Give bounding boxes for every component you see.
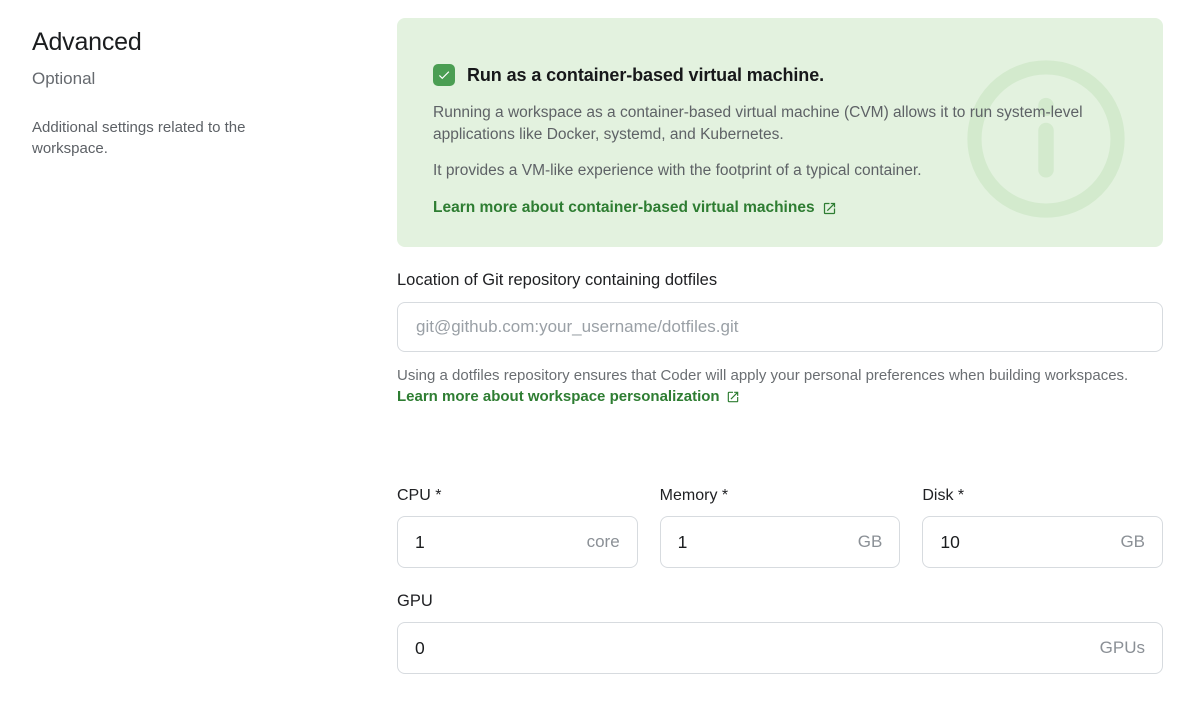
cvm-learn-more-label: Learn more about container-based virtual… (433, 199, 815, 216)
disk-input[interactable] (940, 531, 1064, 553)
disk-unit: GB (1120, 532, 1146, 551)
section-subtitle: Optional (32, 69, 96, 88)
memory-unit: GB (857, 532, 883, 551)
gpu-unit: GPUs (1099, 638, 1145, 657)
gpu-label: GPU (397, 592, 433, 610)
dotfiles-input[interactable] (397, 302, 1163, 352)
cvm-description-1: Running a workspace as a container-based… (433, 104, 1083, 143)
disk-field-box: GB (922, 516, 1164, 568)
section-title: Advanced (32, 28, 142, 56)
cvm-checkbox[interactable] (433, 64, 455, 86)
cpu-unit: core (586, 532, 620, 551)
personalization-learn-more-label: Learn more about workspace personalizati… (397, 388, 720, 405)
external-link-icon (727, 391, 738, 402)
resources-row: CPU * core Memory * GB Disk * GB (397, 487, 1164, 568)
dotfiles-helper: Using a dotfiles repository ensures that… (397, 365, 1163, 407)
memory-input[interactable] (677, 531, 801, 553)
cpu-label: CPU * (397, 487, 442, 504)
dotfiles-helper-text: Using a dotfiles repository ensures that… (397, 367, 1129, 384)
dotfiles-label: Location of Git repository containing do… (397, 271, 718, 289)
cvm-description-2: It provides a VM-like experience with th… (433, 162, 922, 179)
disk-field: Disk * GB (922, 487, 1164, 568)
disk-label: Disk * (922, 487, 965, 504)
cpu-field-box: core (397, 516, 638, 568)
cpu-input[interactable] (415, 531, 538, 553)
section-content: Run as a container-based virtual machine… (397, 18, 1164, 674)
memory-field-box: GB (659, 516, 901, 568)
gpu-field-box: GPUs (397, 622, 1163, 674)
check-icon (438, 71, 450, 80)
memory-label: Memory * (659, 487, 729, 504)
personalization-learn-more-link[interactable]: Learn more about workspace personalizati… (397, 386, 740, 407)
cvm-callout: Run as a container-based virtual machine… (397, 18, 1163, 247)
gpu-field: GPU GPUs (397, 592, 1163, 674)
section-header: Advanced Optional Additional settings re… (32, 28, 372, 159)
external-link-icon (823, 202, 835, 214)
cpu-field: CPU * core (397, 487, 638, 568)
dotfiles-section: Location of Git repository containing do… (397, 271, 1163, 407)
memory-field: Memory * GB (659, 487, 901, 568)
gpu-input[interactable] (415, 637, 853, 659)
cvm-learn-more-link[interactable]: Learn more about container-based virtual… (433, 199, 837, 217)
section-description: Additional settings related to the works… (32, 119, 246, 157)
cvm-header: Run as a container-based virtual machine… (433, 64, 1127, 86)
cvm-title: Run as a container-based virtual machine… (467, 64, 825, 85)
